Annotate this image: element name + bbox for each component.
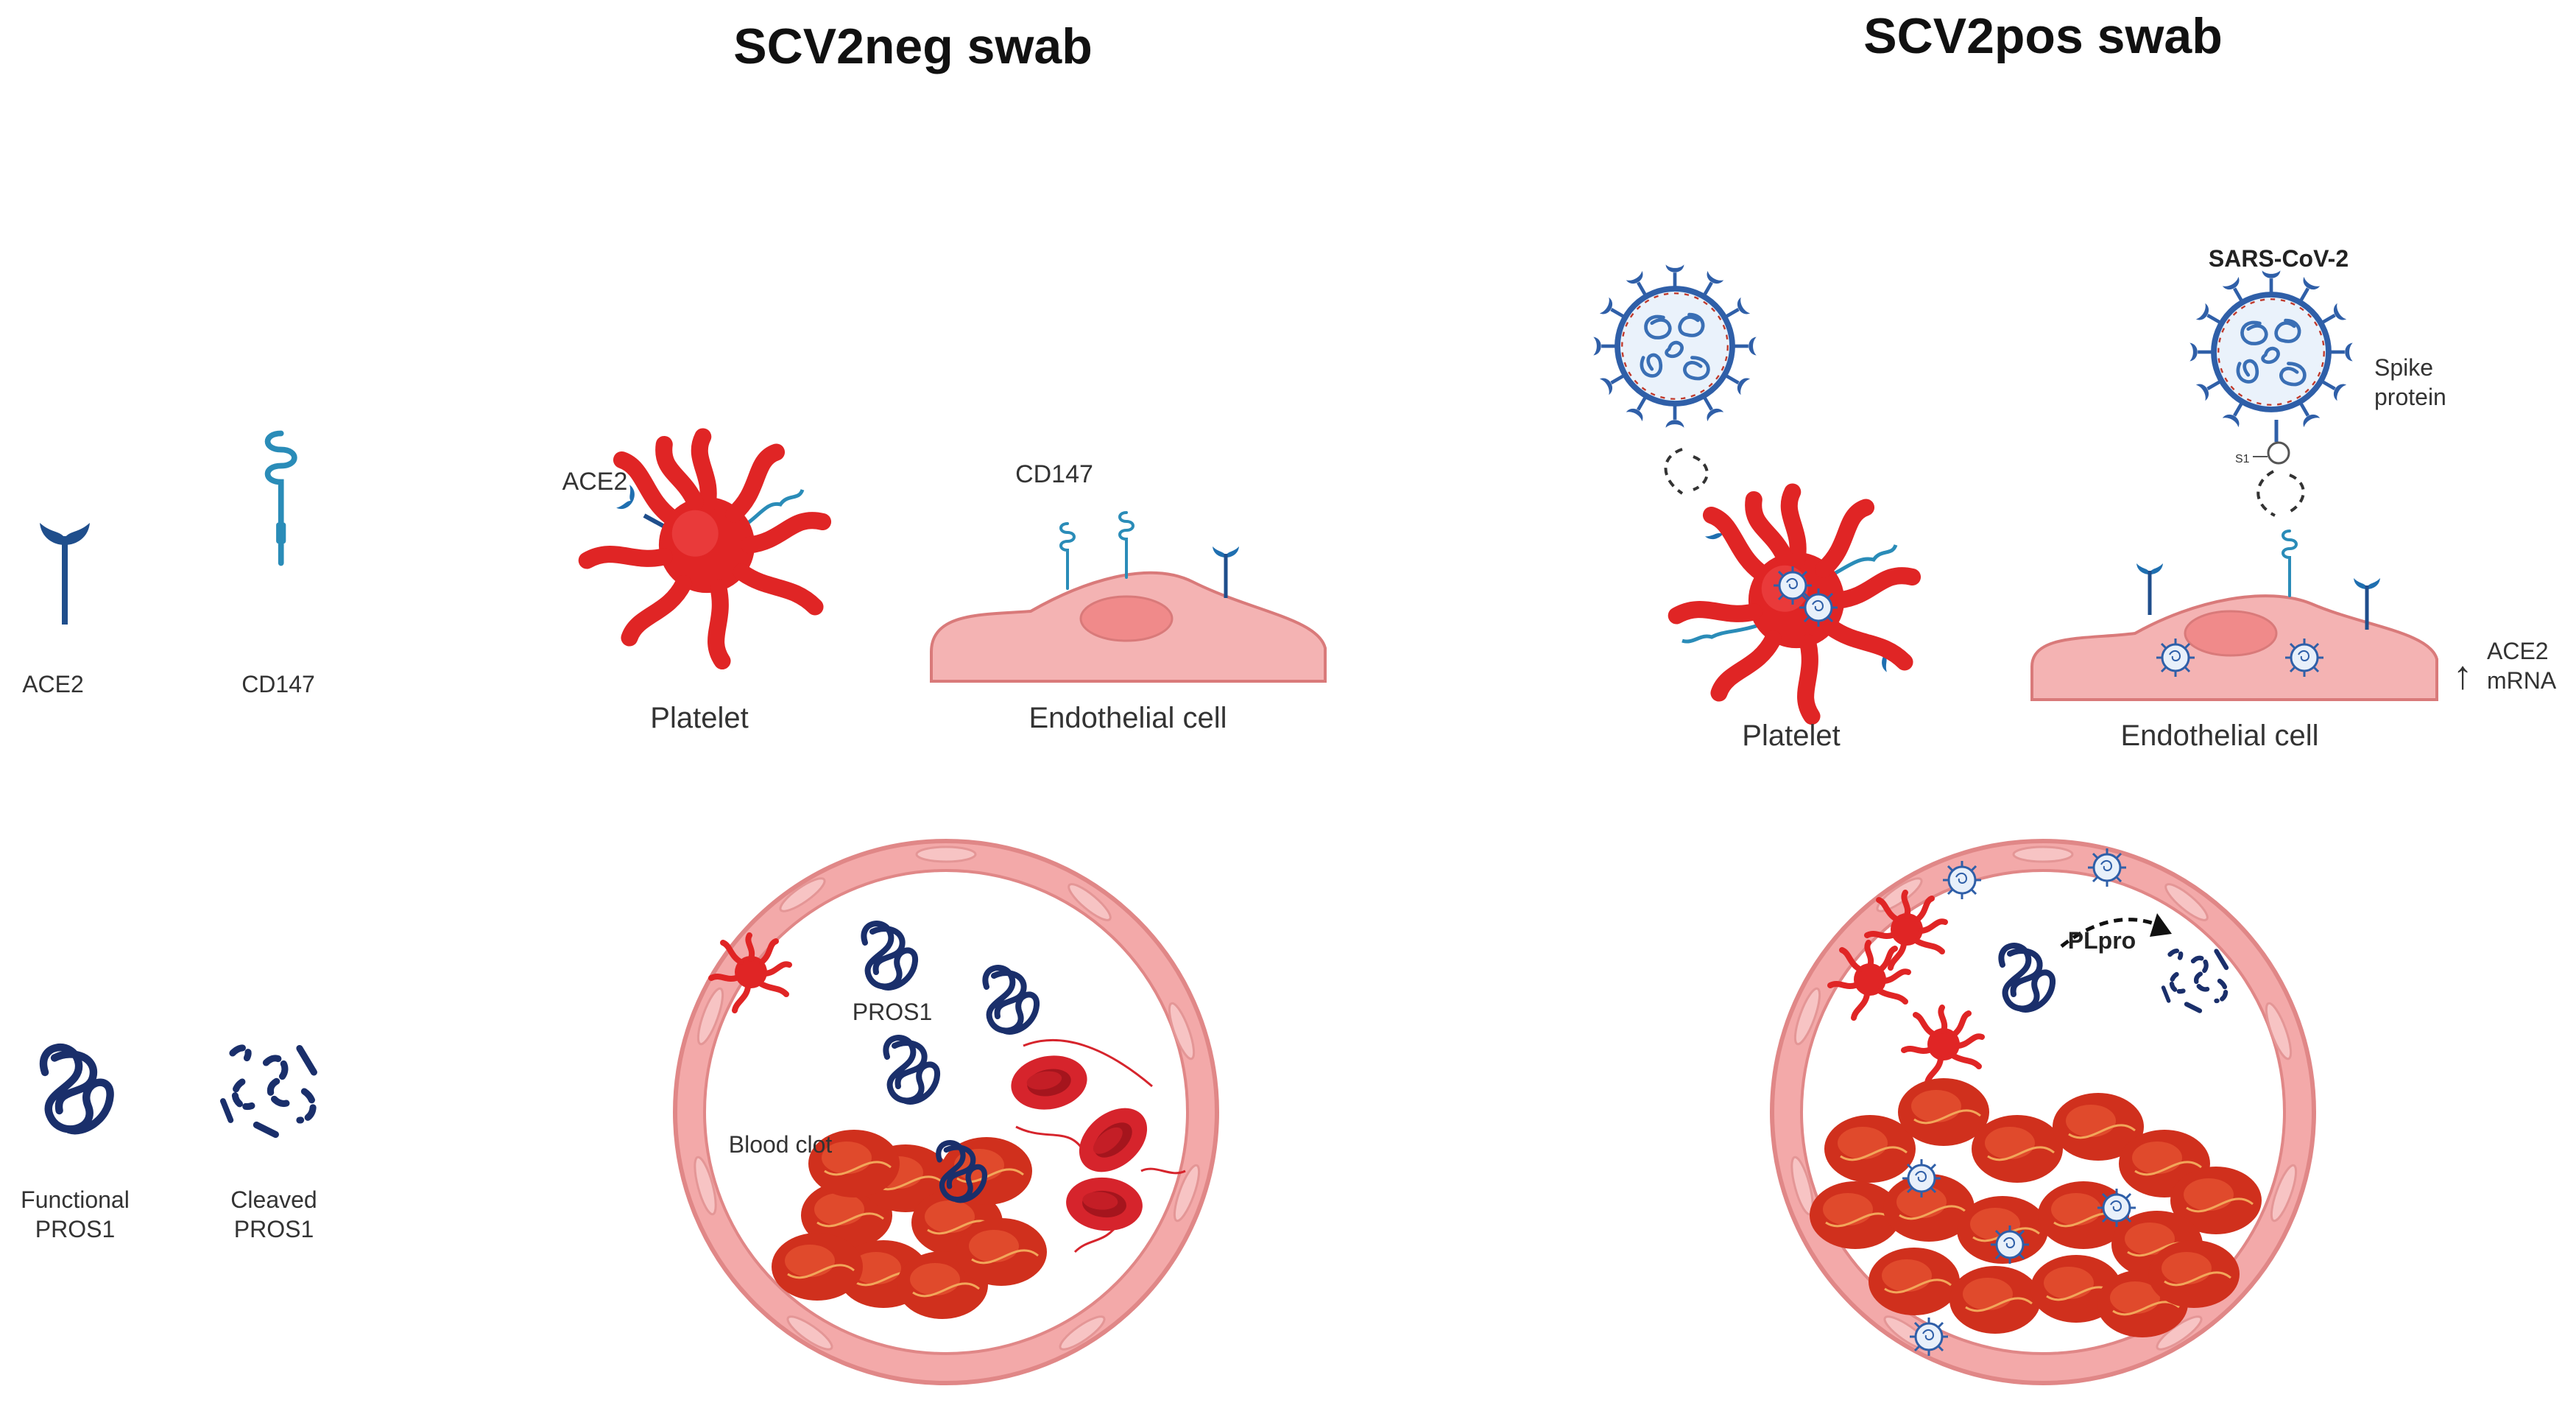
legend-ace2-label: ACE2: [22, 671, 84, 697]
pos-endothelial-cell: [2030, 530, 2438, 701]
pos-binding-arrow-right: [2256, 470, 2305, 517]
neg-platelet-label: Platelet: [650, 702, 748, 734]
pos-ace2-mrna-line1: ACE2: [2487, 638, 2549, 664]
legend-cd147-label: CD147: [241, 671, 315, 697]
legend-cleaved-line2: PROS1: [234, 1216, 314, 1242]
pos-platelet: [1676, 492, 1912, 717]
pos-virus-label: SARS-CoV-2: [2209, 245, 2349, 272]
legend-functional-pros1-icon: [43, 1047, 110, 1130]
legend-functional-line1: Functional: [21, 1186, 130, 1213]
neg-ace2-label: ACE2: [562, 468, 628, 496]
pos-ace2-mrna-line2: mRNA: [2487, 667, 2557, 694]
pos-spike-line2: protein: [2374, 384, 2446, 410]
pos-plpro-arrow: [2060, 918, 2166, 948]
neg-platelet: [587, 437, 822, 661]
pos-binding-arrow-left: [1664, 448, 1709, 495]
neg-blood-clot-label: Blood clot: [729, 1131, 833, 1158]
neg-cd147-label: CD147: [1015, 460, 1093, 488]
legend-cd147-icon: [268, 434, 294, 563]
title-scv2pos: SCV2pos swab: [1863, 8, 2223, 64]
pos-virion-left: [1593, 264, 1757, 428]
neg-vessel: [673, 839, 1219, 1385]
pos-up-arrow: ↑: [2453, 653, 2473, 697]
legend-cleaved-pros1-icon: [223, 1048, 314, 1135]
title-scv2neg: SCV2neg swab: [733, 18, 1093, 74]
pos-endothelial-label: Endothelial cell: [2120, 720, 2318, 752]
pos-vessel: [1770, 839, 2316, 1385]
pos-virion-right: [2189, 270, 2353, 428]
pos-spike-line1: Spike: [2374, 354, 2433, 381]
neg-endothelial-label: Endothelial cell: [1028, 702, 1227, 734]
pos-plpro-label: PLpro: [2068, 927, 2136, 954]
legend-ace2-icon: [40, 523, 90, 625]
legend-functional-line2: PROS1: [35, 1216, 115, 1242]
pos-spike-s1: [2253, 420, 2290, 465]
pos-platelet-label: Platelet: [1742, 720, 1840, 752]
neg-endothelial-cell: [930, 511, 1327, 683]
neg-pros1-label: PROS1: [853, 999, 932, 1025]
pos-s1-label: S1: [2235, 453, 2250, 465]
legend-cleaved-line1: Cleaved: [230, 1186, 317, 1213]
